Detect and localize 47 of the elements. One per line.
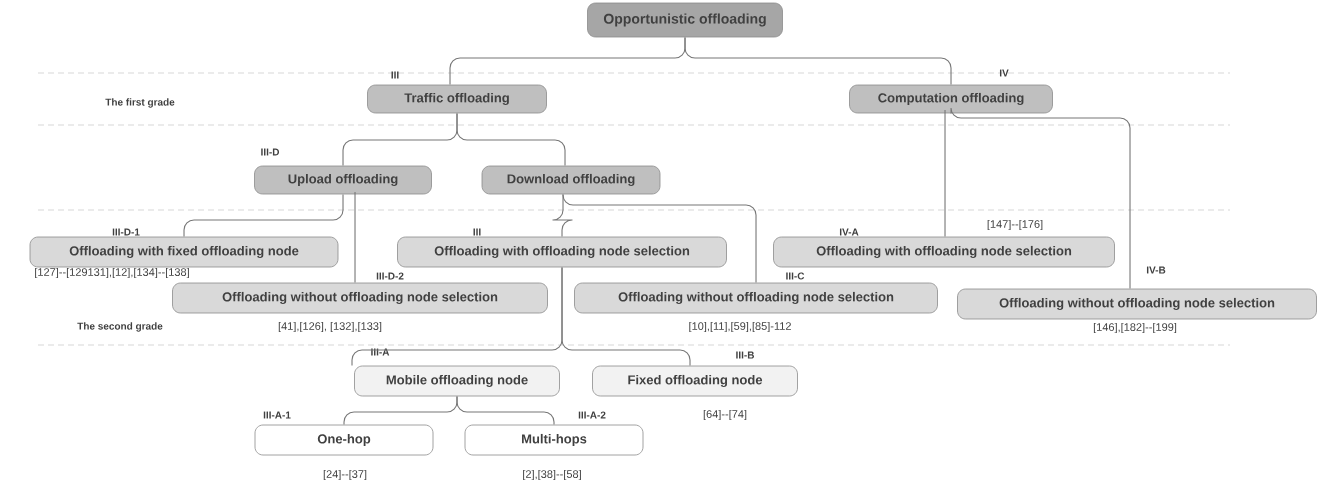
- reference-label: [24]--[37]: [323, 469, 367, 481]
- category-box: Mobile offloading node: [354, 365, 560, 397]
- category-box: Offloading without offloading node selection: [574, 282, 938, 314]
- category-box: Multi-hops: [464, 424, 644, 456]
- section-label: IV-B: [1146, 266, 1166, 274]
- category-box: Offloading with offloading node selection: [773, 236, 1115, 268]
- section-label: III: [473, 228, 481, 236]
- section-label: III-A: [371, 348, 390, 356]
- section-label: III-D-2: [376, 272, 404, 280]
- connector-line: [456, 112, 566, 167]
- category-box: Opportunistic offloading: [587, 2, 783, 38]
- connector-line: [354, 191, 356, 284]
- section-label: III-D-1: [112, 228, 140, 236]
- category-box: Traffic offloading: [367, 84, 547, 114]
- reference-label: [64]--[74]: [703, 409, 747, 421]
- category-box: Offloading with offloading node selection: [397, 236, 727, 268]
- connector-line: [561, 266, 691, 367]
- grade-label: The first grade: [105, 98, 175, 108]
- section-label: IV-A: [839, 228, 859, 236]
- section-label: III-A-2: [578, 411, 606, 419]
- category-box: Computation offloading: [849, 84, 1053, 114]
- connector-line: [950, 107, 1131, 290]
- category-box: One-hop: [254, 424, 434, 456]
- connector-line: [183, 193, 344, 238]
- reference-label: [127]--[129131],[12],[134]--[138]: [35, 267, 189, 279]
- category-box: Download offloading: [481, 165, 661, 195]
- grade-label: The second grade: [77, 322, 163, 332]
- connector-line: [684, 36, 952, 86]
- reference-label: [147]--[176]: [987, 219, 1043, 231]
- connector-line: [456, 395, 555, 426]
- section-label: III-B: [736, 351, 754, 359]
- category-box: Offloading without offloading node selection: [957, 288, 1317, 320]
- reference-label: [10],[11],[59],[85]-112: [689, 321, 791, 333]
- section-label: IV: [999, 69, 1009, 77]
- section-label: III-A-1: [263, 411, 291, 419]
- category-box: Fixed offloading node: [592, 365, 798, 397]
- reference-label: [146],[182]--[199]: [1093, 322, 1177, 334]
- section-label: III-D: [261, 148, 280, 156]
- section-label: III-C: [786, 272, 805, 280]
- category-box: Offloading without offloading node selection: [172, 282, 548, 314]
- section-label: III: [391, 71, 399, 79]
- category-box: Upload offloading: [254, 165, 432, 195]
- reference-label: [2],[38]--[58]: [523, 469, 581, 481]
- reference-label: [41],[126], [132],[133]: [278, 321, 382, 333]
- category-box: Offloading with fixed offloading node: [29, 236, 339, 268]
- connector-line: [562, 193, 757, 284]
- connector-line: [944, 109, 946, 238]
